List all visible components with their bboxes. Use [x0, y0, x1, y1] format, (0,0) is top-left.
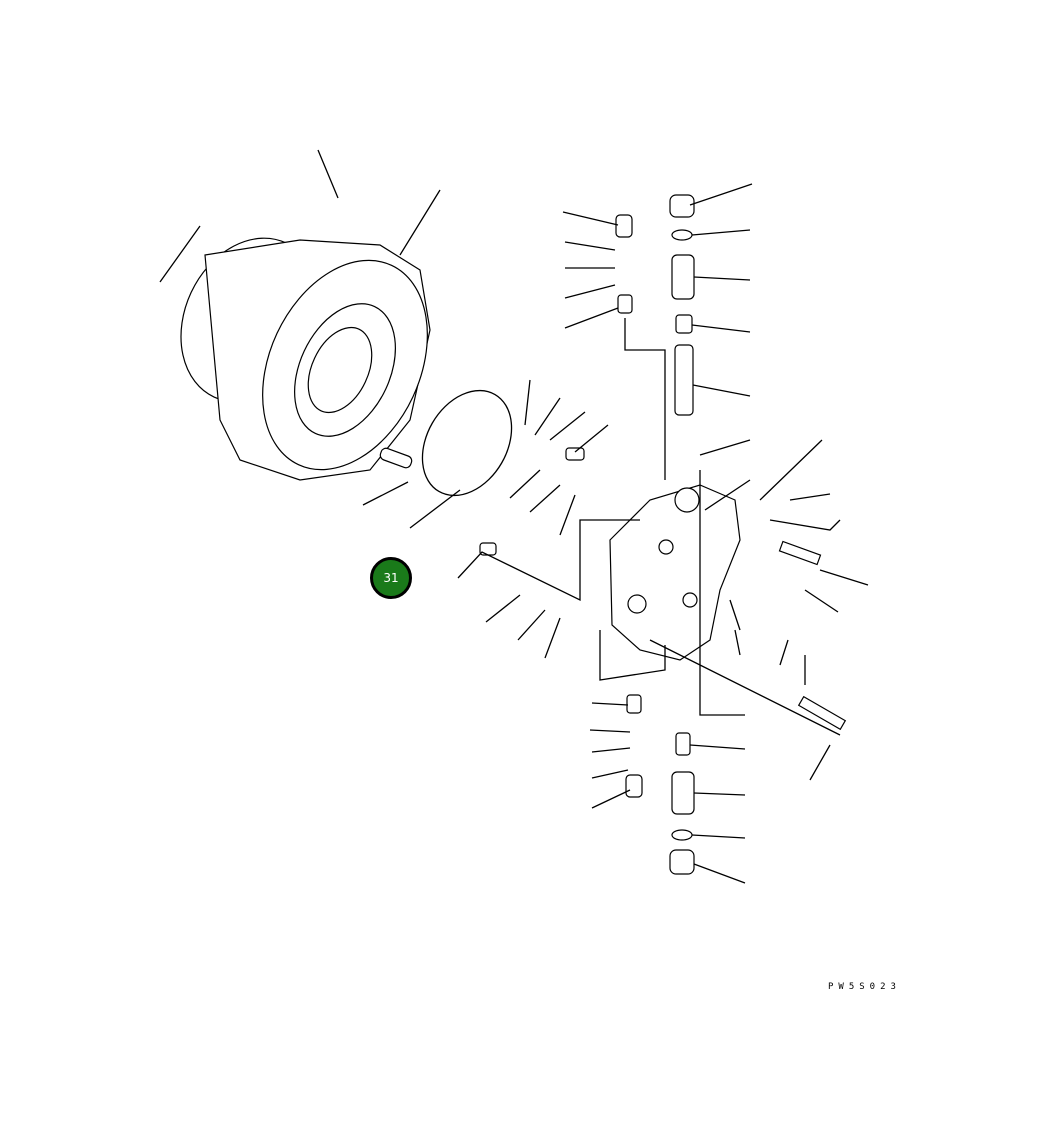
drawing-code: PW5S023: [828, 982, 901, 992]
callout-badge-31[interactable]: 31: [370, 557, 412, 599]
lower-spool-stack: [625, 694, 695, 875]
leader-lines: [159, 149, 869, 884]
bolts: [479, 447, 847, 731]
valve-block: [609, 484, 741, 661]
final-drive-housing: [180, 237, 431, 481]
o-ring: [421, 389, 513, 497]
upper-spool-stack: [615, 194, 695, 416]
